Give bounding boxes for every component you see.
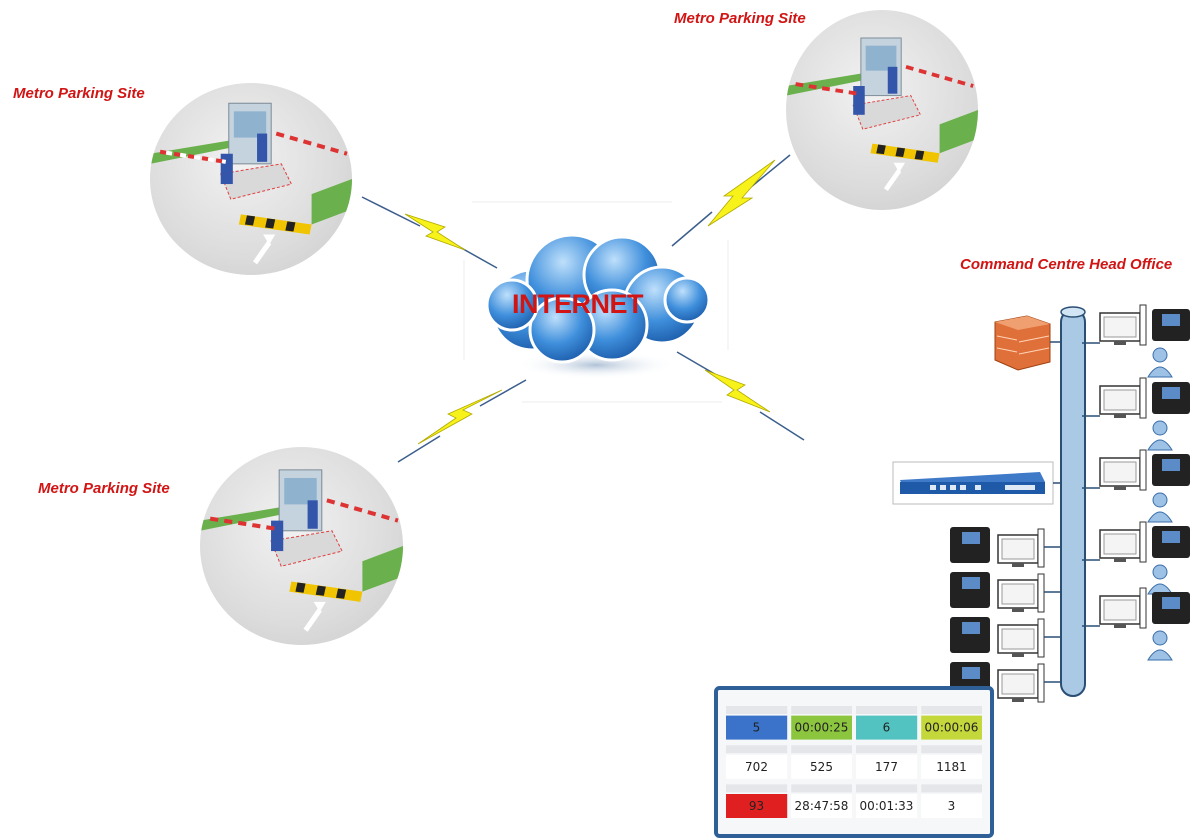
dashboard-tile-value: 177: [856, 754, 917, 779]
dashboard-tile-value: 525: [791, 754, 852, 779]
command-centre-network: [892, 304, 1190, 703]
site-label-top-right: Metro Parking Site: [674, 10, 806, 27]
link-line: [671, 211, 713, 247]
dashboard-tile-value: 3: [921, 794, 982, 818]
dashboard-tile-value: 00:00:25: [791, 715, 852, 740]
workstation-group-right: [1082, 304, 1190, 661]
workstation-right-1: [1082, 304, 1190, 378]
network-backbone: [1060, 309, 1086, 697]
link-line: [479, 379, 527, 407]
workstation-left-1: [950, 527, 1061, 568]
dashboard-screenshot: 5 00:00:25 6 00:00:06 702 525 177 1181 9…: [714, 686, 994, 838]
workstation-left-2: [950, 572, 1061, 613]
link-line: [361, 196, 421, 227]
workstation-right-4: [1082, 521, 1190, 595]
lightning-bolt-icon: [704, 369, 771, 413]
network-appliance-icon: [892, 461, 1054, 505]
dashboard-tile-value: 1181: [921, 754, 982, 779]
network-links: [361, 154, 1190, 703]
dashboard-tile: 1181: [921, 745, 982, 780]
lightning-bolt-icon: [404, 213, 466, 251]
dashboard-tile-value: 00:01:33: [856, 794, 917, 818]
dashboard-tile-value: 93: [726, 794, 787, 818]
workstation-left-3: [950, 617, 1061, 658]
internet-cloud: [462, 200, 730, 405]
lightning-bolt-icon: [707, 159, 776, 227]
dashboard-tile: 525: [791, 745, 852, 780]
dashboard-tile: 5: [726, 706, 787, 741]
site-label-bottom: Metro Parking Site: [38, 480, 170, 497]
lightning-bolt-icon: [417, 389, 503, 445]
dashboard-tile: 93: [726, 784, 787, 819]
dashboard-tile: 6: [856, 706, 917, 741]
link-line: [397, 435, 441, 463]
workstation-group-left: [950, 527, 1061, 703]
dashboard-tile: 177: [856, 745, 917, 780]
dashboard-tile-value: 00:00:06: [921, 715, 982, 740]
dashboard-tile: 3: [921, 784, 982, 819]
internet-label: INTERNET: [512, 289, 644, 319]
firewall-icon: [994, 315, 1051, 371]
workstation-right-3: [1082, 449, 1190, 523]
dashboard-tile-value: 5: [726, 715, 787, 740]
dashboard-tile: 28:47:58: [791, 784, 852, 819]
dashboard-tile-value: 6: [856, 715, 917, 740]
workstation-right-2: [1082, 377, 1190, 451]
command-centre-label: Command Centre Head Office: [960, 256, 1173, 273]
link-line: [759, 411, 805, 441]
dashboard-tile-value: 702: [726, 754, 787, 779]
workstation-right-5: [1082, 587, 1190, 661]
dashboard-tile: 702: [726, 745, 787, 780]
parking-site-illustration-top-right: [786, 10, 978, 210]
dashboard-tile-value: 28:47:58: [791, 794, 852, 818]
dashboard-tile: 00:00:06: [921, 706, 982, 741]
parking-site-illustration-bottom: [200, 447, 403, 645]
dashboard-tile: 00:01:33: [856, 784, 917, 819]
dashboard-tile: 00:00:25: [791, 706, 852, 741]
site-label-left: Metro Parking Site: [13, 85, 145, 102]
parking-site-illustration-left: [150, 83, 352, 275]
